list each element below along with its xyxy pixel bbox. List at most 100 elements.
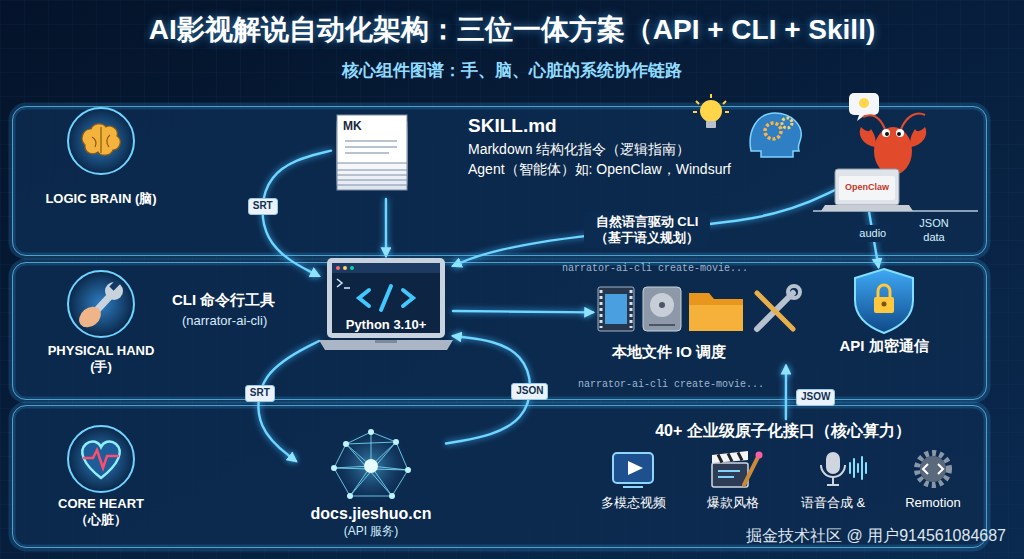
json-badge: JSOW xyxy=(796,389,835,406)
file-io-icons-part xyxy=(605,294,627,324)
brain-band-art-part xyxy=(885,132,889,136)
network-globe-part xyxy=(364,459,378,473)
interface-group: 40+ 企业级原子化接口（核心算力） 多模态视频 爆款风格 语音合成 & Rem… xyxy=(586,419,981,522)
style-template-icon-part xyxy=(718,471,740,477)
brain-band-art-part xyxy=(821,205,913,211)
network-globe-part xyxy=(334,432,408,496)
brain-band-art-part xyxy=(874,127,912,175)
brain-band-art-part xyxy=(896,129,904,137)
api-network: docs.jieshuo.cn(API 服务) xyxy=(296,426,446,543)
command-hint: narrator-ai-cli create-movie... xyxy=(578,379,764,392)
brain-band-art-part xyxy=(863,114,925,129)
shield-lock-icon-part xyxy=(878,285,890,297)
band-fills xyxy=(12,106,987,548)
interface-item: Remotion xyxy=(886,449,981,519)
file-io-icons-part xyxy=(788,286,800,298)
skill-file-name: SKILL.md xyxy=(468,114,557,138)
heart-band-art-part xyxy=(83,450,119,468)
microphone-icon-part xyxy=(821,465,845,477)
interface-item: 语音合成 & xyxy=(786,449,881,519)
network-globe-part xyxy=(333,428,409,504)
network-globe-part xyxy=(368,429,374,435)
document-stack-art-part xyxy=(337,115,407,163)
heart-band: CORE HEART（心脏） docs.jieshuo.cn(API 服务) 40… xyxy=(12,405,987,548)
agent-note: Agent（智能体）如: OpenClaw，Windsurf xyxy=(468,161,731,179)
hand-band-art-part xyxy=(68,271,134,337)
flow-connector xyxy=(453,188,839,266)
laptop-screen-label: OpenClaw xyxy=(839,176,895,200)
interface-item: 多模态视频 xyxy=(586,449,681,519)
style-template-icon-part xyxy=(712,451,748,463)
item-caption: 爆款风格 xyxy=(707,495,759,511)
laptop-art-part xyxy=(319,340,453,350)
file-io-group: 本地文件 IO 调度 xyxy=(593,281,803,366)
file-io-icons-part xyxy=(757,293,793,329)
shield-lock-icon-part xyxy=(882,302,887,307)
brain-band-art-part xyxy=(68,108,134,174)
laptop: Python 3.10+ xyxy=(319,256,453,356)
command-hint: narrator-ai-cli create-movie... xyxy=(562,263,748,276)
heart-band-art-part xyxy=(82,441,119,478)
skill-description: Markdown 结构化指令（逻辑指南） xyxy=(468,141,690,159)
network-globe-part xyxy=(405,467,411,473)
document-stack-art-part xyxy=(345,141,397,153)
item-caption: 语音合成 & xyxy=(801,495,865,511)
brain-band-art-part xyxy=(700,100,722,122)
group-title: 40+ 企业级原子化接口（核心算力） xyxy=(655,421,911,441)
main-title: AI影视解说自动化架构：三位一体方案（API + CLI + Skill) xyxy=(149,12,876,47)
heart-band-art-part xyxy=(68,426,134,492)
file-io-icons-part xyxy=(649,324,675,326)
brain-band-art-part xyxy=(835,169,899,205)
band-fill xyxy=(12,106,987,256)
brain-band-art-part xyxy=(849,93,879,115)
laptop-art-part xyxy=(343,266,347,270)
shield-lock-icon-part xyxy=(874,297,894,313)
file-io-icons-part xyxy=(650,293,674,317)
laptop-art-part xyxy=(375,340,397,343)
document-stack: MK xyxy=(331,111,413,199)
hand-band-art xyxy=(13,263,986,399)
item-caption: 多模态视频 xyxy=(601,495,666,511)
flow-connector xyxy=(453,311,593,312)
edge-label: audio xyxy=(855,225,890,243)
band-title: LOGIC BRAIN (脑) xyxy=(21,191,181,207)
microphone-icon-part xyxy=(850,457,866,479)
band-title: CORE HEART（心脏） xyxy=(46,496,156,529)
api-note: (API 服务) xyxy=(344,524,399,539)
network-globe-part xyxy=(347,493,353,499)
band-title: PHYSICAL HAND (手) xyxy=(42,343,160,376)
cli-title: CLI 命令行工具 xyxy=(172,291,275,310)
video-icon-part xyxy=(628,461,643,475)
brain-band-art-part xyxy=(92,127,110,153)
laptop-art xyxy=(319,256,453,356)
laptop-art-part xyxy=(359,286,413,310)
brain-band-art-part xyxy=(882,129,890,137)
watermark: 掘金技术社区 @ 用户914561084687 xyxy=(746,526,1006,546)
file-io-icons-part xyxy=(601,290,631,328)
gear-code-icon-part xyxy=(917,453,949,485)
brain-band-art-part xyxy=(706,121,716,128)
data-tag: JSON data xyxy=(912,217,956,245)
laptop-art-part xyxy=(336,266,340,270)
item-caption: Remotion xyxy=(905,495,961,511)
laptop-art-part xyxy=(327,258,445,338)
file-io-icons-part xyxy=(598,287,634,331)
edge-label: SRT xyxy=(245,385,275,402)
subtitle: 核心组件图谱：手、脑、心脏的系统协作链路 xyxy=(342,60,682,81)
edge-label: SRT xyxy=(248,198,278,215)
style-template-icon-part xyxy=(744,457,758,485)
shield-caption: API 加密通信 xyxy=(839,337,928,356)
connectors xyxy=(258,151,878,462)
file-io-icons-part xyxy=(659,302,665,308)
laptop-art-part xyxy=(332,263,440,273)
brain-band-art-part xyxy=(750,113,801,157)
interface-item: 爆款风格 xyxy=(686,449,781,519)
brain-band-art-part xyxy=(910,127,926,147)
laptop-art-part xyxy=(337,279,350,288)
brand-name: OpenClaw xyxy=(845,182,889,193)
network-globe-part xyxy=(331,465,337,471)
gear-code-icon-part xyxy=(923,464,943,474)
